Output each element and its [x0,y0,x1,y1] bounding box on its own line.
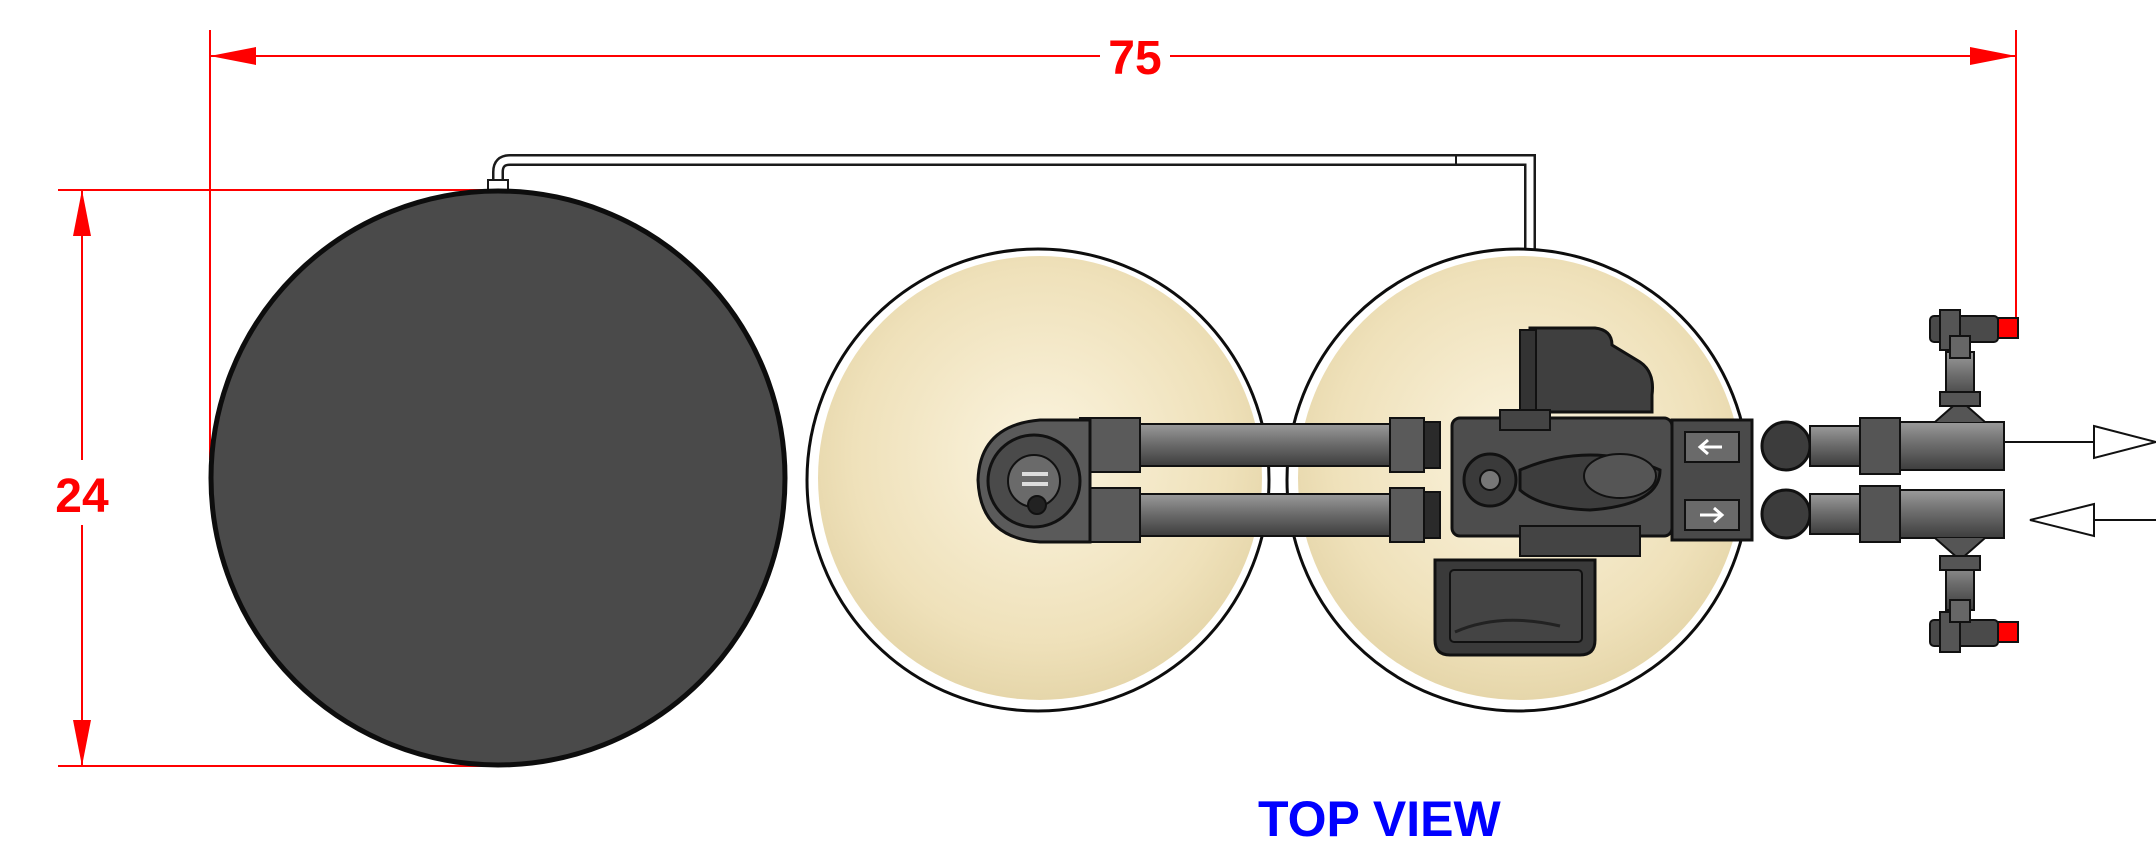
width-label: 75 [1108,32,1161,85]
height-dimension: 24 [55,189,490,767]
control-valve [1433,326,1754,657]
outlet-flow-arrow [2004,424,2156,460]
width-dimension: 75 [209,30,2017,460]
brine-tank [208,188,788,768]
inlet-flow-arrow [2029,502,2156,538]
height-arrow-top [73,190,91,236]
height-label: 24 [55,470,109,523]
valve-handle-top [1997,317,2019,339]
height-arrow-bottom [73,720,91,766]
width-arrow-left [210,47,256,65]
view-title: TOP VIEW [1258,791,1501,847]
width-arrow-right [1970,47,2016,65]
sample-valve-bottom [1929,599,2019,653]
tank-1-distributor-head [976,418,1092,544]
sample-valve-top [1929,309,2019,359]
valve-outlet-assembly [1760,351,2005,611]
valve-handle-bottom [1997,621,2019,643]
